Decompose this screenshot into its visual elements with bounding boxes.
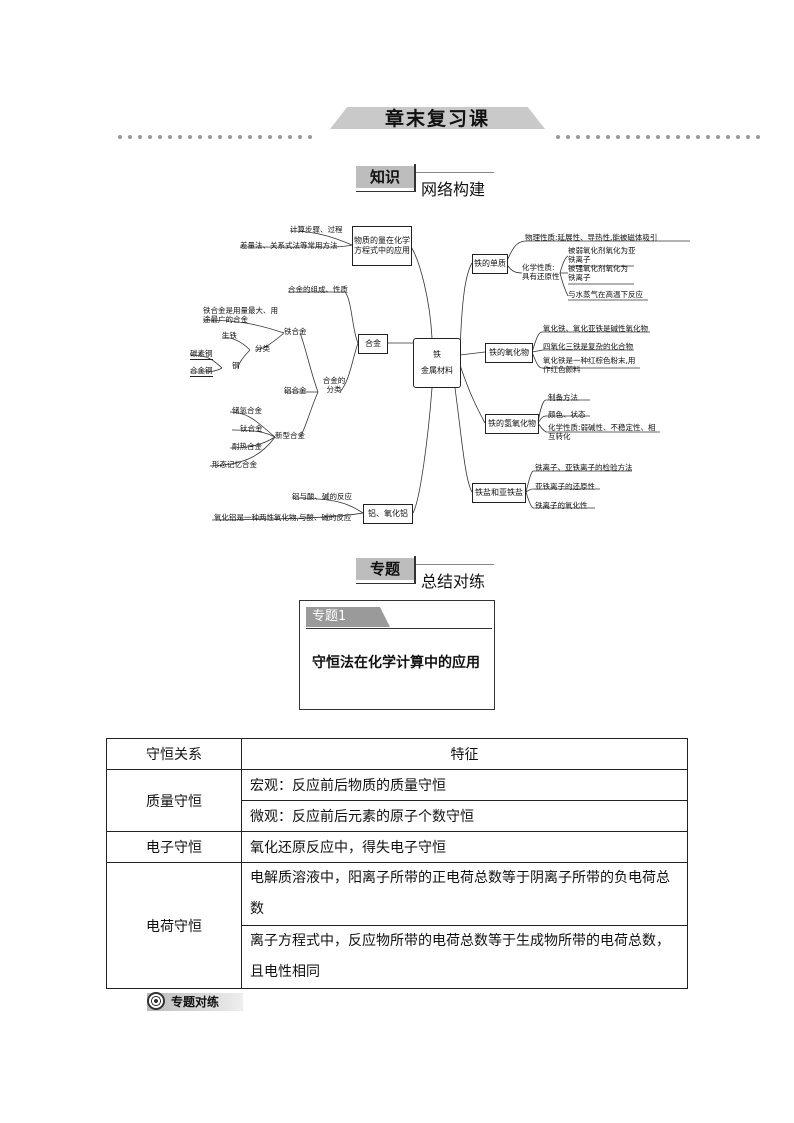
oxide-c: 氧化铁是一种红棕色粉末,用作红色颜料 xyxy=(543,356,636,374)
node-alloy: 合金 xyxy=(358,334,388,354)
hydroxide-b: 颜色、状态 xyxy=(548,410,586,419)
table-row-name: 电子守恒 xyxy=(106,831,242,863)
topic-tag: 专题1 xyxy=(306,607,390,627)
table-cell: 离子方程式中，反应物所带的电荷总数等于生成物所带的电荷总数，且电性相同 xyxy=(241,925,688,989)
section-subtitle-summary: 总结对练 xyxy=(421,572,486,591)
table-row: 电荷守恒 电解质溶液中，阳离子所带的正电荷总数等于阴离子所带的负电荷总数 xyxy=(106,862,688,989)
topic-rule xyxy=(306,628,492,629)
alloy-composition: 合金的组成、性质 xyxy=(288,285,348,294)
section-divider xyxy=(414,164,416,192)
conservation-table: 守恒关系 特征 质量守恒 宏观：反应前后物质的质量守恒 微观：反应前后元素的原子… xyxy=(106,738,688,989)
oxide-b: 四氧化三铁是复杂的化合物 xyxy=(543,342,633,351)
alloy-heat: 耐热合金 xyxy=(232,442,262,451)
table-row-name: 质量守恒 xyxy=(106,769,242,832)
node-calc: 物质的量在化学方程式中的应用 xyxy=(352,226,412,266)
alloy-iron-note: 铁合金是用量最大、用途最广的合金 xyxy=(203,306,278,324)
topic-box xyxy=(299,600,495,710)
page-title: 章末复习课 xyxy=(384,108,490,130)
salt-a: 铁离子、亚铁离子的检验方法 xyxy=(535,463,633,472)
fe-chem-3: 与水蒸气在高温下反应 xyxy=(568,290,643,299)
table-cell: 宏观：反应前后物质的质量守恒 xyxy=(241,769,688,801)
alloy-iron: 铁合金 xyxy=(284,327,307,336)
table-row: 质量守恒 宏观：反应前后物质的质量守恒 xyxy=(106,769,688,832)
section-rule xyxy=(416,564,494,565)
al-oxide: 氧化铝是一种两性氧化物,与酸、碱的反应 xyxy=(214,513,352,522)
alloy-shape-memory: 形态记忆合金 xyxy=(212,460,257,469)
hydroxide-a: 制备方法 xyxy=(548,393,578,402)
alloy-carbon-steel: 碳素钢 xyxy=(190,349,213,360)
alloy-steel: 钢 xyxy=(232,361,240,370)
alloy-al: 铝合金 xyxy=(284,386,307,395)
section-rule xyxy=(356,191,414,192)
header-dots-right xyxy=(556,124,766,139)
salt-b: 亚铁离子的还原性 xyxy=(535,482,595,491)
oxide-a: 氧化铁、氧化亚铁是碱性氧化物 xyxy=(543,324,648,333)
center-node-subtitle: 金属材料 xyxy=(421,366,453,375)
alloy-alloy-steel: 合金钢 xyxy=(190,366,213,377)
alloy-classify: 分类 xyxy=(255,344,270,353)
table-row: 电子守恒 氧化还原反应中，得失电子守恒 xyxy=(106,831,688,863)
header-dots-left xyxy=(118,124,318,139)
node-aluminum: 铝、氧化铝 xyxy=(363,504,413,524)
salt-c: 铁离子的氧化性 xyxy=(535,501,588,510)
al-acid-base: 铝与酸、碱的反应 xyxy=(292,492,352,501)
section-rule xyxy=(416,172,494,173)
topic-title: 守恒法在化学计算中的应用 xyxy=(312,655,480,671)
table-row: 离子方程式中，反应物所带的电荷总数等于生成物所带的电荷总数，且电性相同 xyxy=(107,925,688,989)
table-row-name: 电荷守恒 xyxy=(106,862,242,989)
fe-chem-1: 被弱氧化剂氧化为亚铁离子 xyxy=(568,246,636,264)
table-header-row: 守恒关系 特征 xyxy=(106,738,688,770)
target-icon xyxy=(147,992,165,1010)
alloy-new: 新型合金 xyxy=(275,431,305,440)
node-iron-hydroxide: 铁的氢氧化物 xyxy=(485,414,539,434)
node-iron-oxide: 铁的氧化物 xyxy=(485,343,533,363)
hydroxide-c: 化学性质:弱碱性、不稳定性、相互转化 xyxy=(548,423,656,441)
calc-steps: 计算步骤、过程 xyxy=(290,225,343,234)
table-header: 守恒关系 xyxy=(106,738,242,770)
fe-physical: 物理性质:延展性、导热性,能被磁体吸引 xyxy=(525,233,658,242)
node-iron-element: 铁的单质 xyxy=(472,254,508,274)
alloy-pig-iron: 生铁 xyxy=(222,331,237,340)
section-rule xyxy=(356,583,414,584)
node-iron-salts: 铁盐和亚铁盐 xyxy=(472,483,526,503)
alloy-classes: 合金的分类 xyxy=(322,376,346,394)
table-cell: 微观：反应前后元素的原子个数守恒 xyxy=(241,800,688,832)
topic-practice-badge: 专题对练 xyxy=(147,993,243,1011)
section-tag-topic: 专题 xyxy=(356,558,414,580)
table-cell: 电解质溶液中，阳离子所带的正电荷总数等于阴离子所带的负电荷总数 xyxy=(241,862,688,926)
calc-methods: 差量法、关系式法等常用方法 xyxy=(240,241,338,250)
table-header: 特征 xyxy=(241,738,688,770)
fe-chem-2: 被强氧化剂氧化为铁离子 xyxy=(568,264,628,282)
table-cell: 氧化还原反应中，得失电子守恒 xyxy=(241,831,688,863)
fe-chemical: 化学性质:具有还原性 xyxy=(522,263,560,281)
center-node: 铁金属材料 xyxy=(413,338,461,388)
alloy-ti: 钛合金 xyxy=(240,424,263,433)
section-divider xyxy=(414,556,416,584)
section-subtitle-network: 网络构建 xyxy=(421,180,486,199)
center-node-title: 铁 xyxy=(433,349,441,359)
section-tag-knowledge: 知识 xyxy=(356,166,414,188)
header-banner xyxy=(330,107,545,129)
alloy-h-storage: 储氢合金 xyxy=(232,406,262,415)
